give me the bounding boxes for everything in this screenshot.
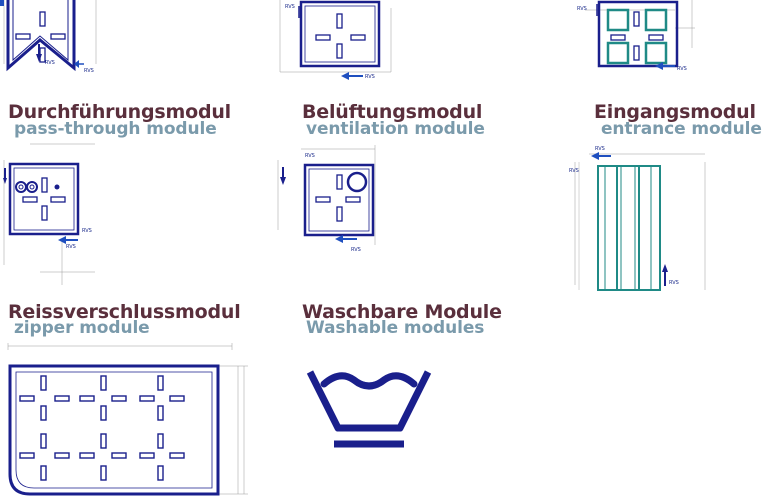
rvs-label: RVS: [45, 60, 55, 66]
rvs-label: RVS: [595, 146, 605, 152]
rvs-label: RVS: [84, 68, 94, 74]
module-title-en: entrance module: [601, 119, 762, 139]
rvs-label: RVS: [351, 247, 361, 253]
ventilation-module-drawing: RVS RVS: [277, 145, 376, 253]
rvs-label: RVS: [669, 280, 679, 286]
top-right-module-drawing: RVS RVS: [577, 0, 695, 72]
rvs-label: RVS: [365, 74, 375, 80]
entrance-module-drawing: RVS RVS RVS: [569, 146, 706, 291]
module-title-en: zipper module: [14, 318, 150, 338]
module-title-de: Durchführungsmodul: [8, 101, 231, 123]
rvs-label: RVS: [66, 244, 76, 250]
top-middle-module-drawing: RVS RVS: [279, 0, 392, 80]
rvs-label: RVS: [82, 228, 92, 234]
module-title-en: ventilation module: [306, 119, 485, 139]
wash-basin-icon: [306, 370, 432, 448]
module-title-de: Reissverschlussmodul: [8, 301, 241, 323]
module-title-en: pass-through module: [14, 119, 217, 139]
rvs-label: RVS: [677, 66, 687, 72]
top-left-module-drawing: RVS RVS: [0, 0, 97, 74]
rvs-label: RVS: [569, 168, 579, 174]
rvs-label: RVS: [305, 153, 315, 159]
module-title-de: Belüftungsmodul: [302, 101, 483, 123]
rvs-label: RVS: [285, 4, 295, 10]
module-title-de: Eingangsmodul: [594, 101, 756, 123]
module-title-en: Washable modules: [306, 318, 485, 338]
pass-through-module-drawing: RVS RVS: [3, 143, 95, 285]
module-title-de: Waschbare Module: [302, 301, 502, 323]
zipper-module-drawing: [7, 343, 248, 496]
rvs-label: RVS: [577, 6, 587, 12]
